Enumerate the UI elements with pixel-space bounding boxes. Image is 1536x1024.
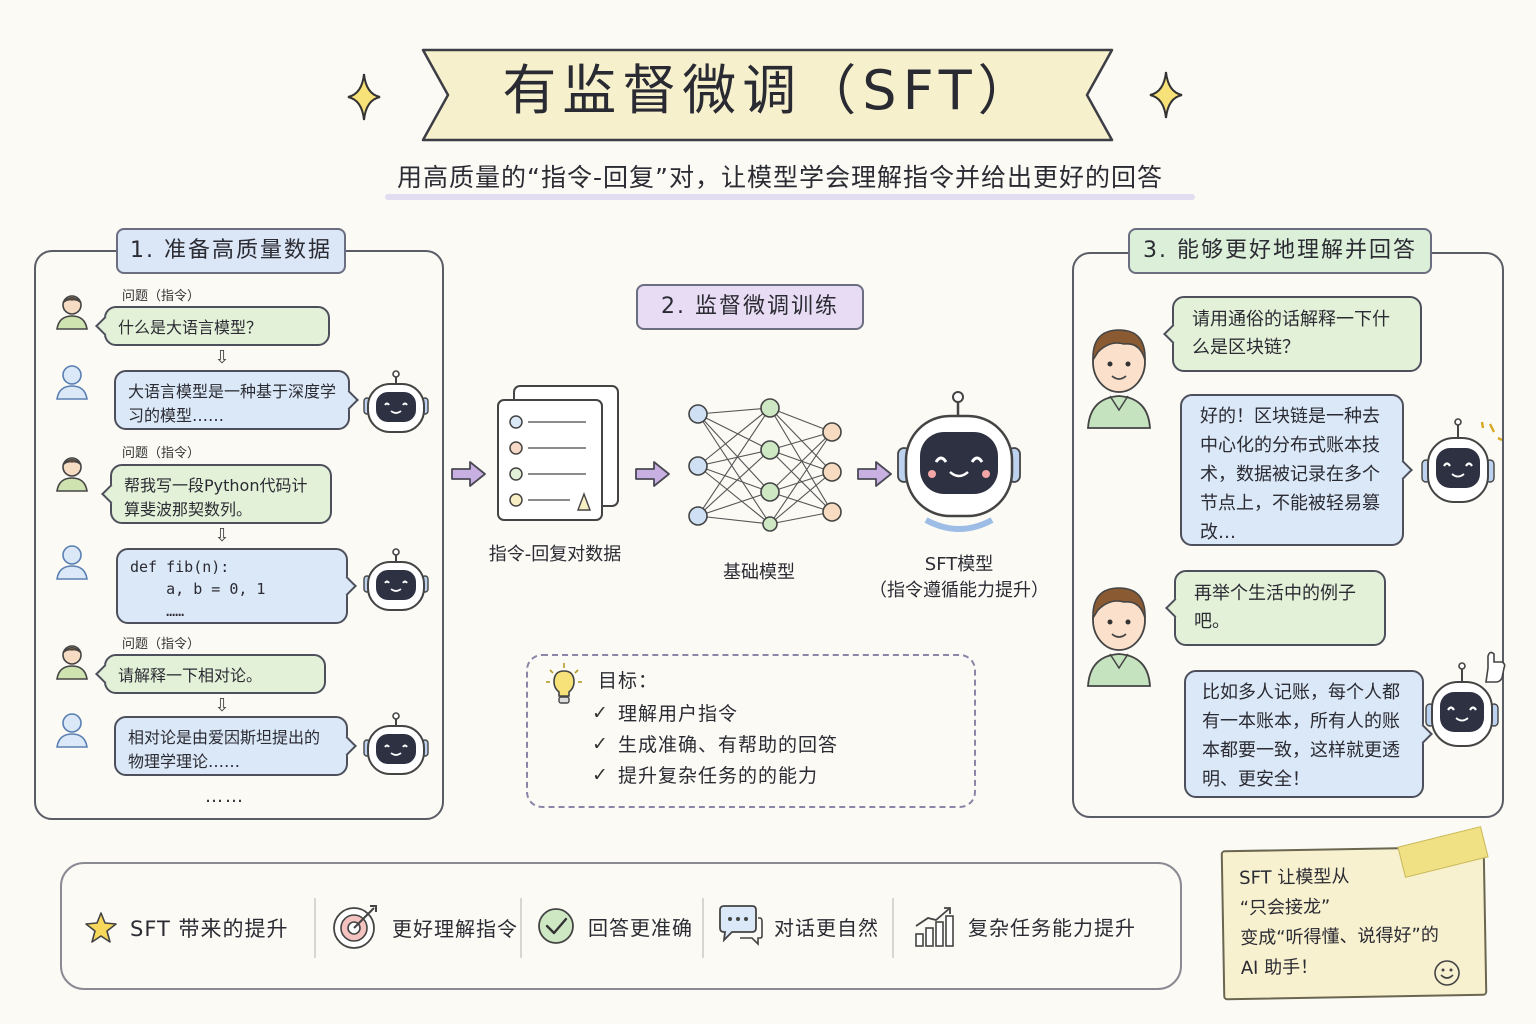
check-icon: ✓ [592,701,609,724]
goal-text: 提升复杂任务的的能力 [618,765,819,787]
question-bubble: 什么是大语言模型？ [95,306,330,346]
model-caption: 基础模型 [723,562,795,583]
down-arrow-icon: ⇩ [214,347,230,368]
check-icon: ✓ [592,732,609,755]
question-bubble: 帮我写一段Python代码计算斐波那契数列。 [101,464,332,524]
question-label: 问题（指令） [122,637,201,652]
user-avatar-icon [56,645,88,680]
question-label: 问题（指令） [122,446,201,461]
question-text: 请解释一下相对论。 [118,666,263,685]
code-answer-bubble: def fib(n): a, b = 0, 1 …… [116,548,357,624]
answer-text: 大语言模型是一种基于深度学习的模型…… [128,382,337,425]
bot-message-bubble: 好的！区块链是一种去中心化的分布式账本技术，数据被记录在多个节点上，不能被轻易篡… [1180,394,1413,546]
benefit-text: 更好理解指令 [392,916,518,941]
user-message-text: 请用通俗的话解释一下什么是区块链？ [1192,309,1390,358]
benefit-item: 回答更准确 [536,904,693,948]
divider [520,898,522,958]
user-message-bubble: 再举个生活中的例子吧。 [1165,570,1386,646]
answer-bubble: 大语言模型是一种基于深度学习的模型…… [114,370,359,430]
benefit-item: 更好理解指令 [330,902,518,952]
sft-caption-line-2: （指令遵循能力提升） [869,580,1049,601]
divider [314,898,316,958]
goal-item: ✓ 理解用户指令 [592,697,962,728]
section-3-label: 3. 能够更好地理解并回答 [1128,228,1432,274]
documents-icon [497,385,619,521]
check-icon: ✓ [592,763,609,786]
answer-bubble: 相对论是由爱因斯坦提出的物理学理论…… [114,716,357,776]
divider [702,898,704,958]
boy-avatar-icon [1087,329,1151,429]
bot-message-text: 好的！区块链是一种去中心化的分布式账本技术，数据被记录在多个节点上，不能被轻易篡… [1200,406,1380,543]
question-text: 帮我写一段Python代码计算斐波那契数列。 [124,476,308,519]
chat-bubbles-icon [719,905,763,946]
title-banner [421,48,1114,142]
down-arrow-icon: ⇩ [214,525,230,546]
goal-list: ✓ 理解用户指令 ✓ 生成准确、有帮助的回答 ✓ 提升复杂任务的的能力 [592,697,962,790]
code-snippet: def fib(n): a, b = 0, 1 …… [130,558,266,620]
question-bubble: 请解释一下相对论。 [95,654,326,694]
sparkle-icon [1149,71,1183,119]
benefit-text: 回答更准确 [588,915,693,940]
section-2-label: 2. 监督微调训练 [636,284,864,330]
user-outline-icon [56,545,88,580]
user-avatar-icon [56,295,88,330]
growth-chart-icon [915,907,954,947]
goal-title: 目标： [598,670,659,692]
user-message-bubble: 请用通俗的话解释一下什么是区块链？ [1163,296,1422,372]
down-arrow-icon: ⇩ [214,695,230,716]
divider [892,898,894,958]
goal-item: ✓ 生成准确、有帮助的回答 [592,728,962,759]
right-arrow-icon [635,461,670,487]
benefits-title-text: SFT 带来的提升 [130,917,289,941]
goal-text: 生成准确、有帮助的回答 [618,734,839,756]
robot-icon [363,712,429,775]
note-line: 变成“听得懂、说得好”的 [1240,924,1440,949]
goal-box [526,654,976,808]
bot-message-text: 比如多人记账，每个人都有一本账本，所有人的账本都要一致，这样就更透明、更安全！ [1202,682,1400,790]
smiley-icon [1434,960,1460,986]
sft-robot-icon [897,391,1021,532]
happy-robot-icon [1421,418,1502,503]
goal-item: ✓ 提升复杂任务的的能力 [592,759,962,790]
user-outline-icon [56,365,88,400]
right-arrow-icon [857,461,892,487]
neural-network-icon [688,398,842,532]
boy-avatar-icon [1087,587,1151,687]
check-circle-icon [538,908,574,944]
sft-caption-line-1: SFT模型 [924,554,994,575]
lightbulb-icon [546,663,582,704]
goal-text: 理解用户指令 [618,703,739,725]
thumbs-up-robot-icon [1425,651,1506,747]
bot-message-bubble: 比如多人记账，每个人都有一本账本，所有人的账本都要一致，这样就更透明、更安全！ [1184,670,1433,798]
right-arrow-icon [451,461,486,487]
more-ellipsis: …… [205,786,245,807]
subtitle-underline [385,194,1195,200]
question-text: 什么是大语言模型？ [118,318,263,337]
user-avatar-icon [56,457,88,492]
user-outline-icon [56,713,88,748]
benefit-item: 复杂任务能力提升 [912,902,1136,950]
sft-caption: SFT模型 （指令遵循能力提升） [856,552,1062,604]
sparkle-icon [347,73,381,121]
star-icon [85,912,117,943]
user-message-text: 再举个生活中的例子吧。 [1194,583,1356,632]
note-line: “只会接龙” [1239,896,1331,919]
benefit-item: 对话更自然 [716,902,879,950]
benefits-bar [60,862,1182,990]
page-title: 有监督微调（SFT） [502,59,1038,122]
question-label: 问题（指令） [122,289,201,304]
benefit-text: 复杂任务能力提升 [968,915,1136,940]
answer-text: 相对论是由爱因斯坦提出的物理学理论…… [128,728,321,771]
data-caption: 指令-回复对数据 [488,544,622,565]
target-icon [333,905,377,949]
subtitle: 用高质量的“指令-回复”对，让模型学会理解指令并给出更好的回答 [397,163,1163,192]
section-1-label: 1. 准备高质量数据 [116,228,346,274]
benefit-text: 对话更自然 [774,915,879,940]
robot-icon [363,370,429,433]
robot-icon [363,548,429,611]
benefits-title: SFT 带来的提升 [84,906,289,950]
